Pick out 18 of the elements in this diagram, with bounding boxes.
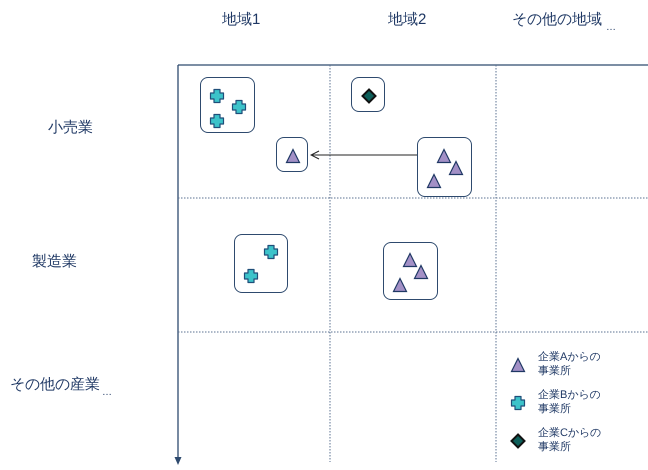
legend-text: 企業Cからの事業所 [538,426,602,454]
column-header: 地域1 [222,11,260,29]
column-header: その他の地域 [512,11,602,29]
row-header: 小売業 [48,119,93,137]
ellipsis: … [102,386,112,400]
row-header: 製造業 [32,253,77,271]
ellipsis: … [606,21,616,35]
group-box [383,242,438,300]
arrow [310,150,418,160]
legend-text: 企業Bからの事業所 [538,388,602,416]
group-box [351,77,385,112]
legend-text: 企業Aからの事業所 [538,350,602,378]
group-box [417,137,472,197]
row-header: その他の産業 [10,376,100,394]
group-box [200,77,255,133]
column-header: 地域2 [388,11,426,29]
group-box [276,137,308,172]
group-box [234,234,288,293]
